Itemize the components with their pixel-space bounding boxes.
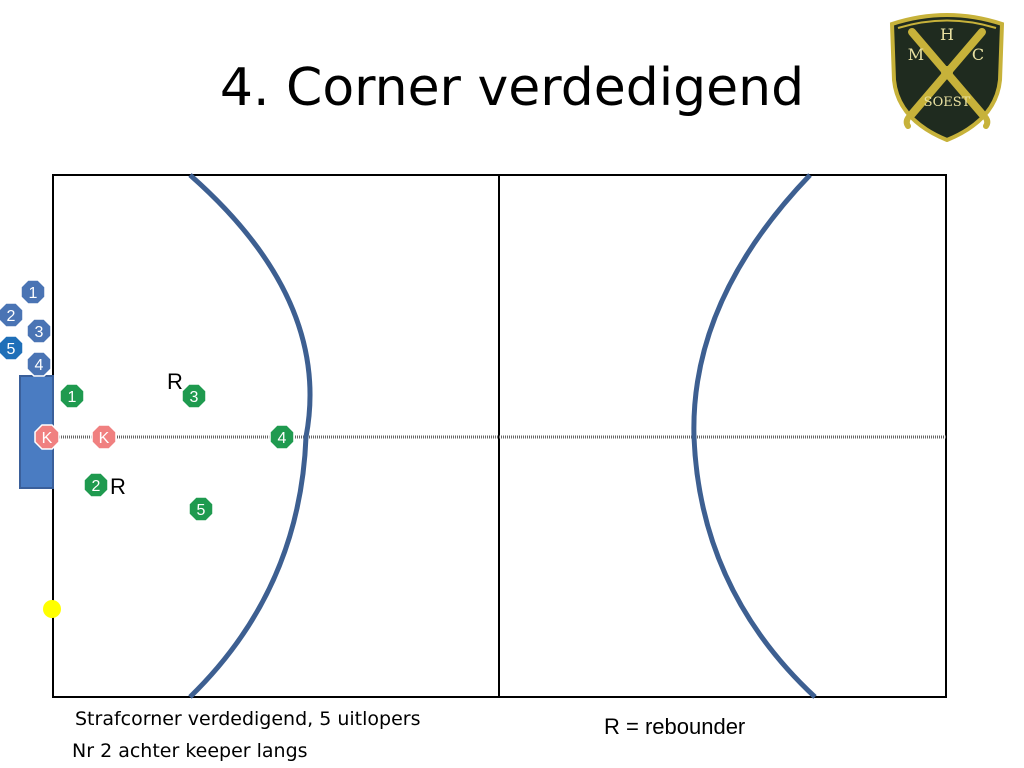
rebounder-legend: R = rebounder xyxy=(604,714,746,739)
defender-5: 5 xyxy=(188,496,214,522)
defender-number: 2 xyxy=(92,478,101,495)
ball xyxy=(43,600,61,618)
defender-number: 5 xyxy=(197,502,206,519)
keeper-out: K xyxy=(91,424,117,450)
logo-letter-m: M xyxy=(908,45,924,64)
logo-letter-h: H xyxy=(940,25,954,44)
attacker-5: 5 xyxy=(0,335,24,361)
logo-letter-c: C xyxy=(972,45,984,64)
keeper-in-goal: K xyxy=(34,424,60,450)
attacker-number: 1 xyxy=(29,285,38,302)
defender-3: 3 xyxy=(181,383,207,409)
left-shooting-circle xyxy=(188,173,313,699)
slide-title: 4. Corner verdedigend xyxy=(219,58,805,118)
attacker-number: 3 xyxy=(35,324,44,341)
right-shooting-circle xyxy=(691,173,817,699)
defender-number: 3 xyxy=(190,389,199,406)
keeper-label: K xyxy=(99,430,110,447)
keeper-label: K xyxy=(42,430,53,447)
attacker-2: 2 xyxy=(0,302,24,328)
attacker-number: 5 xyxy=(7,341,16,358)
attacker-number: 4 xyxy=(35,357,44,374)
attacker-4: 4 xyxy=(26,351,52,377)
defender-4: 4 xyxy=(269,424,295,450)
attacker-3: 3 xyxy=(26,318,52,344)
attacker-1: 1 xyxy=(20,279,46,305)
defender-number: 4 xyxy=(278,430,287,447)
rebounder-mark-bottom: R xyxy=(110,474,126,499)
defender-number: 1 xyxy=(68,389,77,406)
defender-1: 1 xyxy=(59,383,85,409)
defender-2: 2 xyxy=(83,472,109,498)
logo-name: SOEST xyxy=(924,95,971,110)
rebounder-mark-top: R xyxy=(167,369,183,394)
attacker-number: 2 xyxy=(7,308,16,325)
caption-line-1: Strafcorner verdedigend, 5 uitlopers xyxy=(75,708,421,730)
caption-line-2: Nr 2 achter keeper langs xyxy=(72,740,308,762)
club-logo: H M C SOEST xyxy=(889,13,1005,142)
